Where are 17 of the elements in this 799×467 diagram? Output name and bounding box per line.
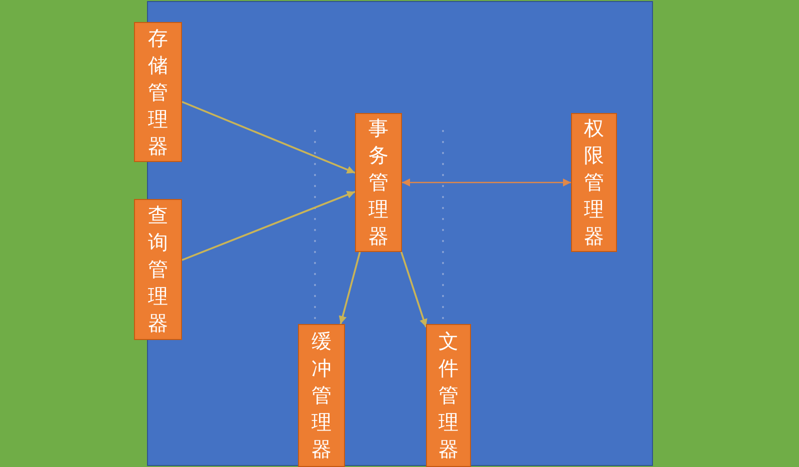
box-label: 查询管理器 [147, 202, 169, 337]
arrow [182, 101, 356, 174]
arrow [402, 178, 571, 186]
box-label: 存储管理器 [147, 24, 169, 160]
box-label: 缓冲管理器 [310, 328, 332, 463]
process-box [134, 22, 182, 162]
arrow [182, 190, 356, 261]
arrow [338, 252, 361, 324]
box-label: 事务管理器 [368, 115, 390, 250]
process-box [355, 113, 402, 252]
process-box [426, 324, 471, 467]
box-label: 文件管理器 [438, 328, 460, 463]
box-label: 权限管理器 [583, 115, 605, 250]
process-box [571, 113, 617, 252]
process-box [134, 199, 182, 340]
arrow [400, 252, 428, 328]
process-box [298, 324, 345, 467]
